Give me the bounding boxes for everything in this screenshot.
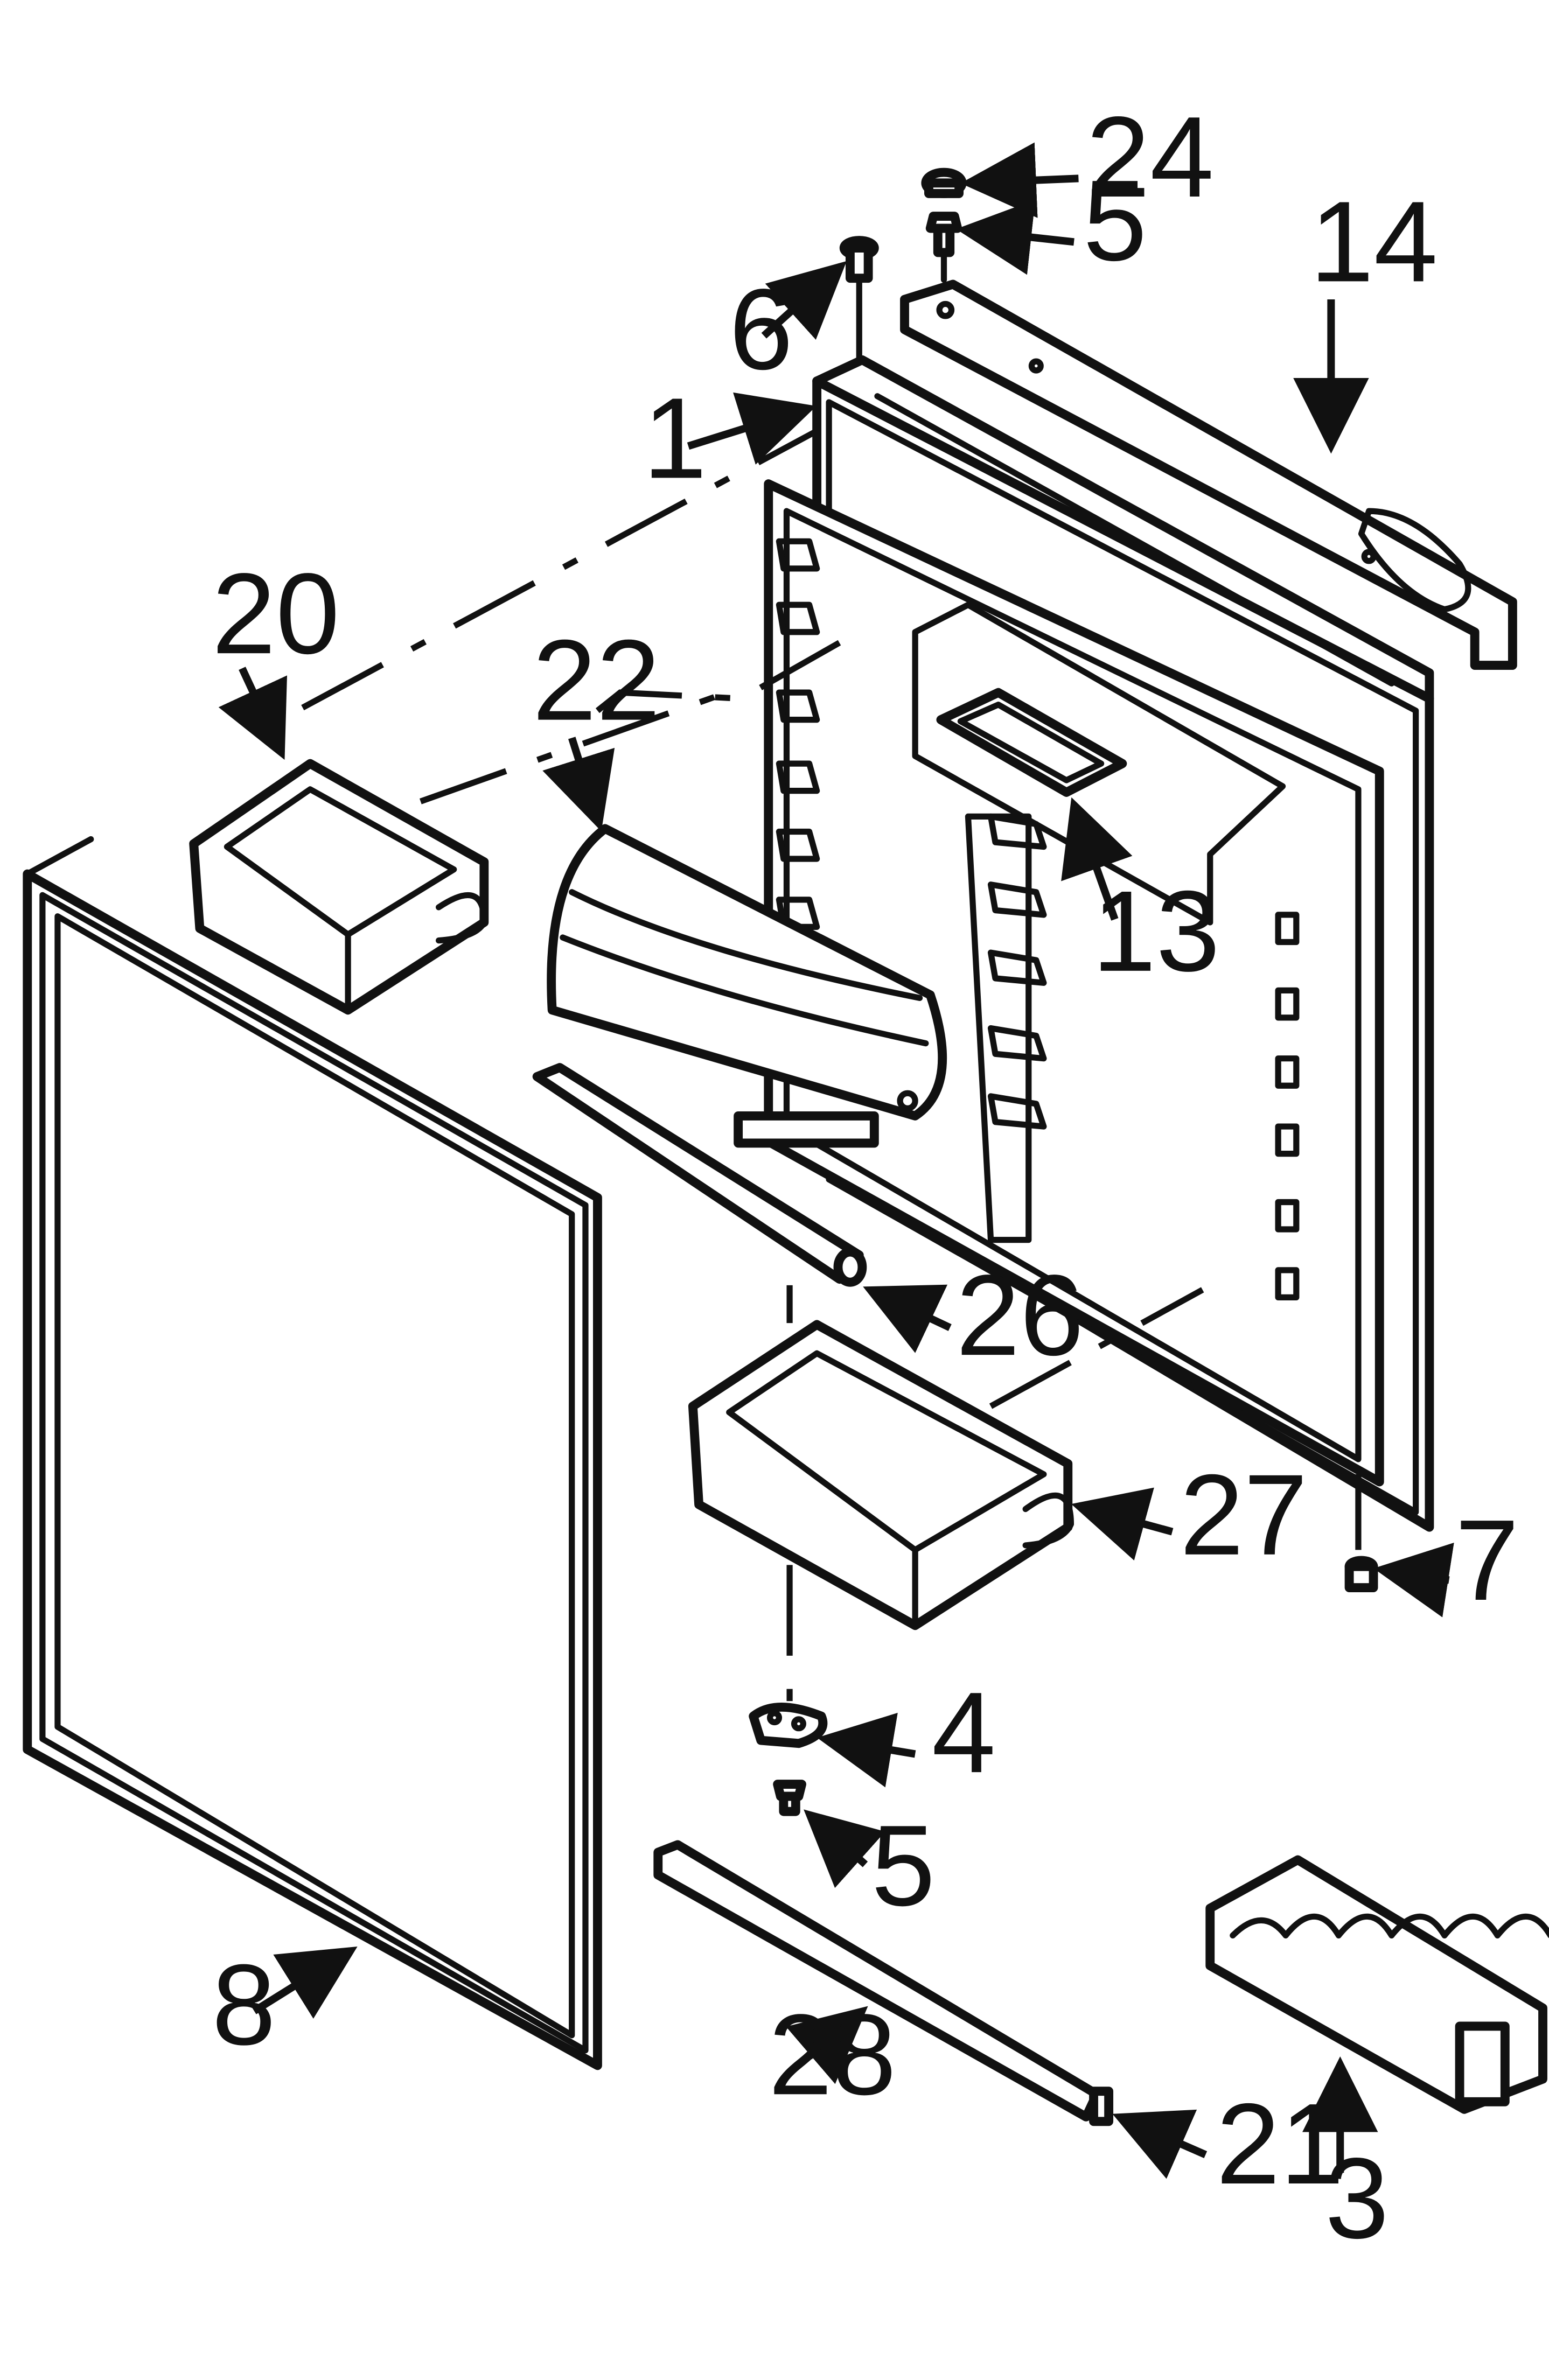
screw-top	[925, 212, 962, 283]
egg-tray	[1205, 1855, 1549, 2114]
callout-4: 4	[932, 1669, 996, 1797]
door-bin-upper	[189, 759, 489, 1015]
door-gasket	[23, 836, 602, 2070]
liner-center-ribs	[987, 813, 1047, 1130]
callout-5-bottom: 5	[871, 1802, 936, 1930]
callout-28: 28	[769, 1991, 896, 2119]
screw-bottom	[773, 1780, 806, 1816]
plug-button	[921, 167, 967, 198]
door-liner-assembly	[764, 355, 1434, 1532]
callout-20: 20	[212, 550, 339, 678]
callout-8: 8	[212, 1941, 276, 2069]
callout-21: 21	[1216, 2080, 1344, 2208]
callout-labels: 24 5 14 6 1 20 22 13 26 27 7 4 5 8 28 21…	[212, 93, 1519, 2263]
callout-3: 3	[1325, 2134, 1389, 2263]
leader-lines	[218, 142, 1454, 2179]
door-top-cap	[900, 279, 1517, 670]
callout-6: 6	[729, 265, 793, 394]
dairy-door	[547, 824, 947, 1148]
callout-26: 26	[956, 1251, 1084, 1380]
end-cap	[1089, 2087, 1114, 2126]
callout-7: 7	[1455, 1496, 1519, 1625]
callout-22: 22	[533, 617, 660, 745]
callout-1: 1	[643, 374, 707, 502]
callout-27: 27	[1180, 1451, 1308, 1579]
liner-right-ribs	[1275, 912, 1300, 1300]
dairy-center-insert	[936, 688, 1127, 797]
callout-14: 14	[1310, 178, 1438, 306]
door-stop	[749, 1702, 828, 1748]
callout-5-top: 5	[1083, 157, 1147, 285]
callout-13: 13	[1092, 867, 1220, 996]
assembly-alignment-lines	[301, 428, 1362, 1702]
hinge-pin-top	[839, 236, 879, 363]
shelf-retainer-bar	[532, 1063, 867, 1287]
door-bin-lower	[688, 1320, 1074, 1630]
hinge-bushing-bottom	[1344, 1556, 1378, 1592]
callout-24: 24	[1086, 93, 1213, 221]
